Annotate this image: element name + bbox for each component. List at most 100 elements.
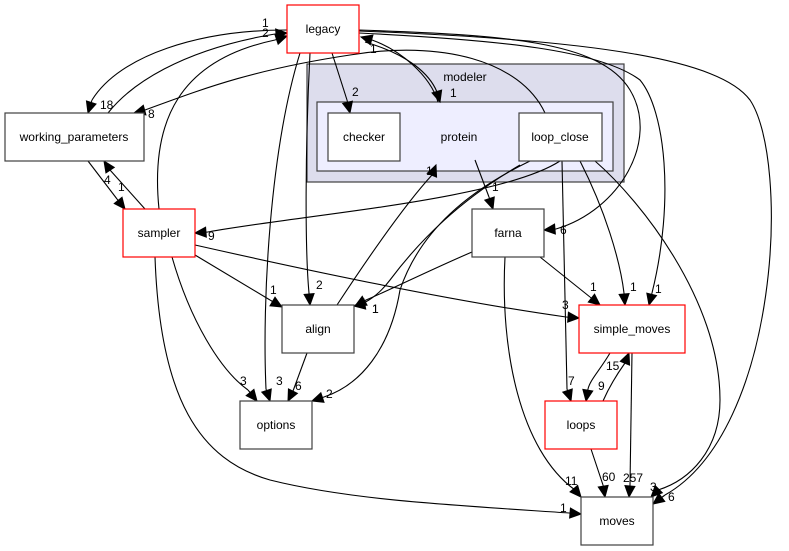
- edge-sampler-to-legacy-count-label[interactable]: 2: [262, 26, 269, 40]
- edge-simple-moves-to-loops[interactable]: 9: [582, 352, 611, 403]
- edge-legacy-to-simple-moves[interactable]: 1: [358, 32, 666, 307]
- edge-loop-close-to-simple-moves-count-label[interactable]: 1: [630, 280, 637, 294]
- edge-simple-moves-to-moves-count-label[interactable]: 257: [623, 471, 643, 485]
- node-align[interactable]: align: [281, 304, 355, 354]
- edge-loop-close-to-sampler-line[interactable]: [207, 160, 561, 233]
- node-checker-box[interactable]: [327, 112, 401, 162]
- edge-simple-moves-to-moves[interactable]: 257: [623, 352, 643, 499]
- edge-legacy-to-moves-line[interactable]: [358, 30, 772, 496]
- edge-legacy-to-align-line[interactable]: [305, 52, 311, 294]
- edge-legacy-to-align-count-label[interactable]: 2: [316, 278, 323, 292]
- edge-align-to-options[interactable]: 6: [287, 352, 308, 403]
- edge-legacy-to-moves[interactable]: 6: [358, 30, 772, 505]
- edge-simple-moves-to-loops-line[interactable]: [587, 352, 611, 390]
- edge-farna-to-align-count-label[interactable]: 1: [372, 302, 379, 316]
- edge-working-parameters-to-legacy-line[interactable]: [107, 33, 276, 114]
- edge-loop-close-to-working-parameters-line[interactable]: [144, 49, 546, 114]
- edge-sampler-to-align[interactable]: 1: [194, 254, 284, 308]
- node-loop-close-label[interactable]: loop_close: [531, 130, 589, 144]
- edge-sampler-to-simple-moves-line[interactable]: [194, 244, 567, 318]
- edge-align-to-options-count-label[interactable]: 6: [295, 379, 302, 393]
- edge-farna-to-align-line[interactable]: [365, 251, 473, 301]
- edge-legacy-to-simple-moves-count-label[interactable]: 1: [655, 282, 662, 296]
- node-moves-box[interactable]: [580, 496, 654, 546]
- edge-legacy-to-working-parameters-line[interactable]: [91, 29, 288, 101]
- edge-working-parameters-to-sampler[interactable]: 4: [87, 160, 126, 210]
- edge-sampler-to-moves-count-label[interactable]: 1: [560, 501, 567, 515]
- edge-protein-to-farna-count-label[interactable]: 1: [492, 180, 499, 194]
- edge-legacy-to-simple-moves-line[interactable]: [358, 32, 666, 294]
- node-checker[interactable]: checker: [327, 112, 401, 162]
- node-legacy-label[interactable]: legacy: [306, 22, 341, 36]
- edge-legacy-to-options-count-label[interactable]: 3: [276, 374, 283, 388]
- edge-farna-to-simple-moves[interactable]: 1: [539, 256, 601, 306]
- node-moves-label[interactable]: moves: [599, 514, 634, 528]
- edge-loop-close-to-loops-count-label[interactable]: 7: [568, 374, 575, 388]
- edge-farna-to-moves-count-label[interactable]: 11: [565, 474, 578, 488]
- edge-loops-to-simple-moves[interactable]: 15: [602, 351, 631, 402]
- edge-align-to-protein[interactable]: 1: [336, 163, 438, 306]
- node-legacy-box[interactable]: [286, 4, 360, 54]
- edge-protein-to-legacy[interactable]: 1: [359, 34, 439, 103]
- edge-sampler-to-working-parameters-line[interactable]: [109, 169, 146, 210]
- edge-sampler-to-working-parameters-count-label[interactable]: 1: [118, 180, 125, 194]
- edge-sampler-to-moves[interactable]: 1: [154, 256, 583, 519]
- edge-sampler-to-working-parameters[interactable]: 1: [103, 159, 146, 210]
- edge-legacy-to-moves-count-label[interactable]: 6: [668, 490, 675, 504]
- node-farna-box[interactable]: [471, 208, 545, 258]
- edge-loops-to-simple-moves-line[interactable]: [602, 362, 626, 402]
- edge-farna-to-simple-moves-count-label[interactable]: 1: [590, 280, 597, 294]
- edge-simple-moves-to-loops-count-label[interactable]: 9: [598, 379, 605, 393]
- edge-legacy-to-working-parameters-count-label[interactable]: 18: [100, 98, 114, 112]
- node-align-box[interactable]: [281, 304, 355, 354]
- edge-protein-to-legacy-line[interactable]: [371, 39, 439, 103]
- edge-loop-close-to-loops[interactable]: 7: [561, 160, 575, 403]
- edge-sampler-to-options[interactable]: 3: [171, 256, 258, 402]
- edge-loops-to-moves-line[interactable]: [590, 448, 604, 486]
- node-simple-moves-label[interactable]: simple_moves: [594, 322, 671, 336]
- node-simple-moves-box[interactable]: [578, 304, 686, 354]
- edge-protein-to-align-count-label[interactable]: 1: [372, 302, 379, 316]
- node-loops[interactable]: loops: [544, 400, 618, 450]
- edge-loop-close-to-simple-moves[interactable]: 1: [579, 160, 637, 307]
- edge-farna-to-moves-line[interactable]: [503, 256, 576, 491]
- node-farna-label[interactable]: farna: [494, 226, 522, 240]
- edge-loops-to-moves-count-label[interactable]: 60: [602, 470, 616, 484]
- node-sampler-label[interactable]: sampler: [138, 226, 181, 240]
- edge-sampler-to-options-count-label[interactable]: 3: [240, 374, 247, 388]
- edge-loop-close-to-loops-line[interactable]: [561, 160, 568, 390]
- edge-loop-close-to-options-count-label[interactable]: 2: [326, 387, 333, 401]
- node-simple-moves[interactable]: simple_moves: [578, 304, 686, 354]
- node-legacy[interactable]: legacy: [286, 4, 360, 54]
- edge-sampler-to-moves-line[interactable]: [154, 256, 570, 514]
- edge-sampler-to-align-count-label[interactable]: 1: [270, 283, 277, 297]
- node-working-parameters-box[interactable]: [4, 112, 145, 162]
- node-loop-close[interactable]: loop_close: [518, 112, 603, 162]
- edge-legacy-to-checker[interactable]: 2: [331, 52, 359, 115]
- edge-sampler-to-legacy-line[interactable]: [156, 39, 276, 210]
- node-loops-box[interactable]: [544, 400, 618, 450]
- edge-loop-close-to-moves-line[interactable]: [594, 160, 721, 491]
- edge-working-parameters-to-legacy-count-label[interactable]: 1: [262, 16, 269, 30]
- node-checker-label[interactable]: checker: [343, 130, 385, 144]
- edge-loop-close-to-moves-count-label[interactable]: 3: [650, 480, 657, 494]
- edge-legacy-to-protein-line[interactable]: [364, 41, 438, 93]
- cluster-protein-label[interactable]: protein: [441, 130, 478, 144]
- edge-sampler-to-legacy[interactable]: 2: [156, 26, 289, 210]
- edge-legacy-to-working-parameters[interactable]: 18: [85, 29, 288, 115]
- edge-align-to-protein-line[interactable]: [336, 174, 433, 306]
- node-sampler[interactable]: sampler: [122, 208, 196, 258]
- edge-legacy-to-align[interactable]: 2: [303, 52, 323, 307]
- edge-loops-to-simple-moves-count-label[interactable]: 15: [606, 359, 620, 373]
- edge-legacy-to-protein-count-label[interactable]: 1: [450, 86, 457, 100]
- edge-protein-to-farna-line[interactable]: [474, 159, 490, 198]
- edge-loop-close-to-sampler-count-label[interactable]: 9: [208, 229, 215, 243]
- edge-loop-close-to-moves[interactable]: 3: [594, 160, 721, 498]
- edge-simple-moves-to-moves-line[interactable]: [629, 352, 633, 486]
- edge-legacy-to-checker-count-label[interactable]: 2: [352, 85, 359, 99]
- node-loop-close-box[interactable]: [518, 112, 603, 162]
- edge-loop-close-to-options[interactable]: 2: [310, 160, 531, 403]
- node-options-box[interactable]: [239, 400, 313, 450]
- edge-align-to-protein-count-label[interactable]: 1: [426, 164, 433, 178]
- node-options[interactable]: options: [239, 400, 313, 450]
